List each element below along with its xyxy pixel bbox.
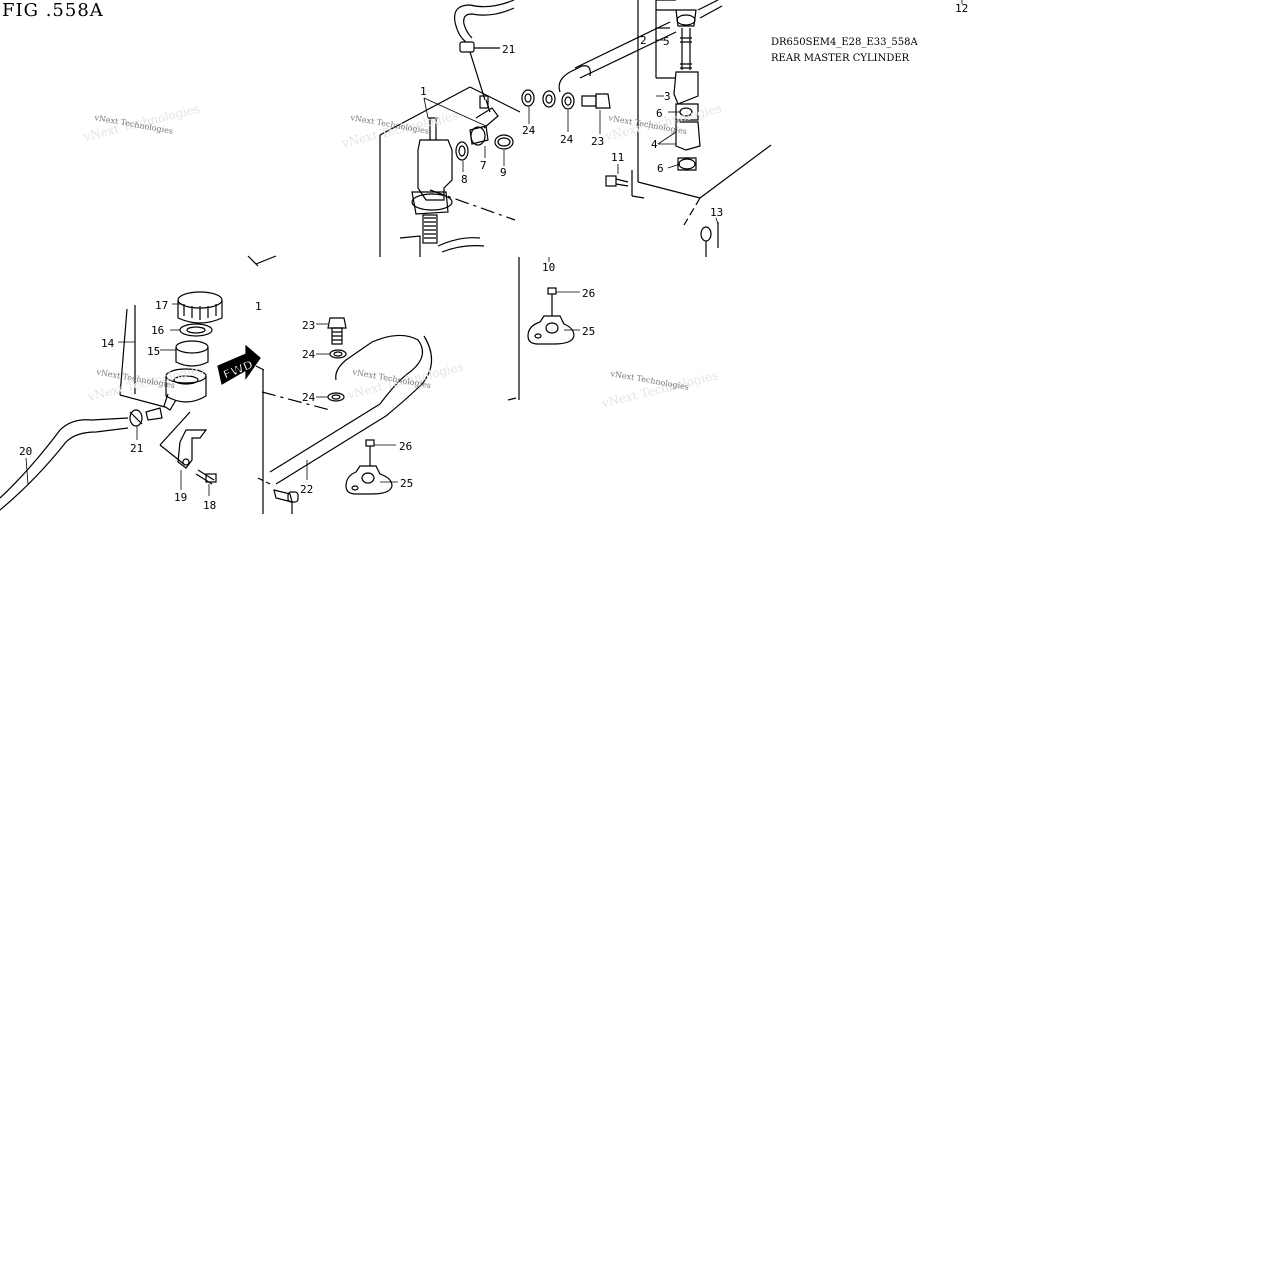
washers-and-banjo-bolt-upper bbox=[521, 89, 611, 110]
reservoir-hose-lower bbox=[0, 417, 129, 511]
banjo-bolt-and-washers-lower bbox=[327, 317, 347, 402]
watermarks: vNext Technologies vNext Technologies vN… bbox=[81, 101, 723, 411]
brake-hose-lower bbox=[269, 334, 433, 485]
callout-24-c: 24 bbox=[302, 348, 316, 361]
callout-4: 4 bbox=[651, 138, 658, 151]
callout-15: 15 bbox=[147, 345, 160, 358]
hose-link-line bbox=[469, 51, 486, 101]
master-cylinder-body bbox=[411, 95, 499, 215]
callout-11: 11 bbox=[611, 151, 624, 164]
callout-12: 12 bbox=[955, 2, 968, 15]
callout-16: 16 bbox=[151, 324, 164, 337]
forward-arrow bbox=[217, 344, 261, 385]
upper-right-panel-frame bbox=[637, 0, 772, 226]
cotter-pin-13 bbox=[700, 222, 719, 257]
model-code: DR650SEM4_E28_E33_558A bbox=[771, 37, 918, 48]
reservoir-hose-upper bbox=[453, 0, 515, 43]
mounting-bolt-lower bbox=[273, 489, 299, 514]
callout-8: 8 bbox=[461, 173, 468, 186]
callout-18: 18 bbox=[203, 499, 216, 512]
model-name: REAR MASTER CYLINDER bbox=[771, 53, 910, 64]
callout-1: 1 bbox=[420, 85, 427, 98]
brake-light-switch-stack bbox=[655, 0, 701, 171]
hose-guide-middle bbox=[527, 287, 575, 345]
callout-24-b: 24 bbox=[560, 133, 574, 146]
callout-20: 20 bbox=[19, 445, 32, 458]
callout-2: 2 bbox=[640, 34, 647, 47]
callout-26-lower: 26 bbox=[399, 440, 412, 453]
callout-21-lower: 21 bbox=[130, 442, 143, 455]
hose-clamp-upper bbox=[459, 41, 500, 53]
callout-17: 17 bbox=[155, 299, 168, 312]
callout-22: 22 bbox=[300, 483, 313, 496]
callout-1-lower: 1 bbox=[255, 300, 262, 313]
figure-title: FIG .558A bbox=[2, 0, 104, 21]
callout-25-lower: 25 bbox=[400, 477, 413, 490]
leader-lines bbox=[25, 0, 963, 496]
callout-13: 13 bbox=[710, 206, 723, 219]
callout-9: 9 bbox=[500, 166, 507, 179]
callout-6-lower: 6 bbox=[657, 162, 664, 175]
callout-10: 10 bbox=[542, 261, 555, 274]
mounting-bolt-11 bbox=[605, 170, 645, 199]
callout-26-upper: 26 bbox=[582, 287, 595, 300]
callout-labels: 1 2 3 4 5 6 6 7 8 9 10 11 12 13 14 15 16… bbox=[19, 2, 968, 512]
callout-24-d: 24 bbox=[302, 391, 316, 404]
callout-25-upper: 25 bbox=[582, 325, 595, 338]
callout-5: 5 bbox=[663, 35, 670, 48]
hose-guide-lower bbox=[345, 439, 393, 495]
callout-23-lower: 23 bbox=[302, 319, 315, 332]
lower-left-panel-frame bbox=[119, 255, 277, 466]
upper-left-panel-frame bbox=[379, 86, 521, 257]
callout-24-a: 24 bbox=[522, 124, 536, 137]
pushrod-spring bbox=[399, 214, 485, 257]
callout-7: 7 bbox=[480, 159, 487, 172]
callout-14: 14 bbox=[101, 337, 115, 350]
callout-3: 3 bbox=[664, 90, 671, 103]
reservoir-assembly bbox=[163, 291, 223, 411]
callout-6-upper: 6 bbox=[656, 107, 663, 120]
callout-19: 19 bbox=[174, 491, 187, 504]
reservoir-bracket bbox=[177, 429, 217, 485]
callout-21-upper: 21 bbox=[502, 43, 515, 56]
callout-23-upper: 23 bbox=[591, 135, 604, 148]
lower-panel-frame bbox=[255, 365, 331, 514]
hose-clamp-lower bbox=[129, 407, 163, 427]
orings-7-8-9 bbox=[455, 125, 514, 161]
